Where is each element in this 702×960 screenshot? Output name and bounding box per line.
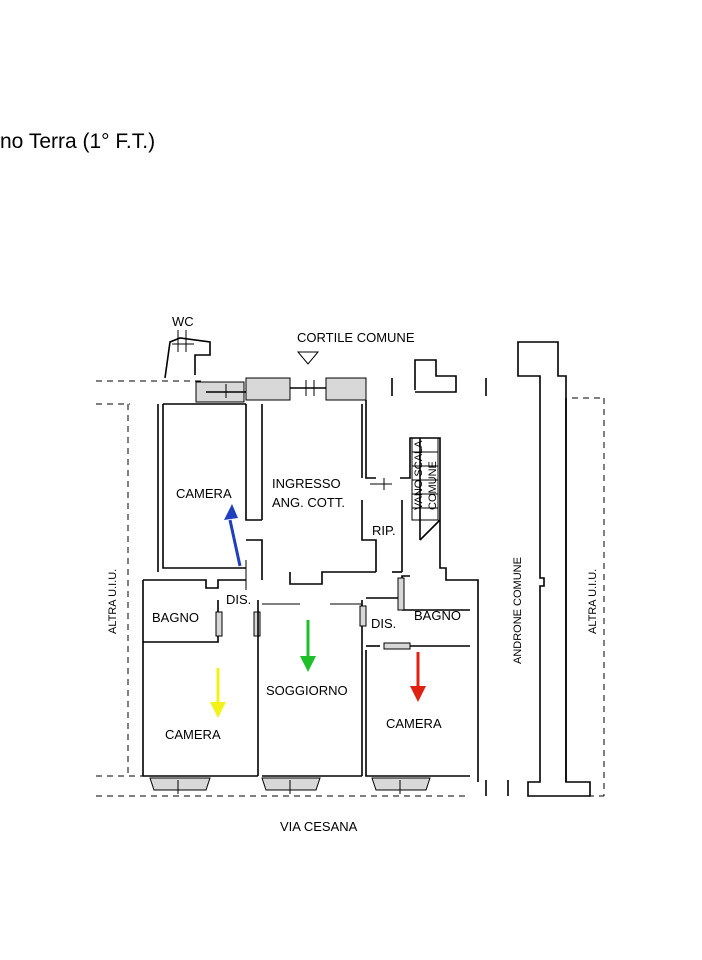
soggiorno-room [257, 600, 367, 777]
label-dis-left: DIS. [226, 592, 251, 607]
view-arrows [210, 504, 426, 718]
label-street: VIA CESANA [280, 819, 358, 834]
label-bagno-right: BAGNO [414, 608, 461, 623]
label-cortile: CORTILE COMUNE [297, 330, 415, 345]
label-ang-cott: ANG. COTT. [272, 495, 345, 510]
arrow-red-head [410, 686, 426, 702]
stair-head [414, 359, 457, 393]
arrow-green-head [300, 656, 316, 672]
arrow-blue-icon [228, 519, 242, 567]
label-vano-scala: VANO SCALA [413, 440, 425, 510]
androne-building [485, 341, 605, 797]
label-dis-right: DIS. [371, 616, 396, 631]
label-soggiorno: SOGGIORNO [266, 683, 348, 698]
bagno-right-room [365, 575, 470, 777]
wc-annex [164, 330, 211, 379]
left-dashed-boundary [96, 404, 470, 797]
label-ingresso: INGRESSO [272, 476, 341, 491]
label-wc: WC [172, 314, 194, 329]
label-altra-right: ALTRA U.I.U. [587, 569, 599, 634]
label-camera-top: CAMERA [176, 486, 232, 501]
arrow-blue-head [224, 504, 238, 520]
entrance-triangle-icon [296, 351, 320, 365]
ingresso-walls [289, 404, 403, 585]
label-rip: RIP. [372, 523, 396, 538]
label-androne: ANDRONE COMUNE [512, 557, 524, 664]
label-camera-right: CAMERA [386, 716, 442, 731]
street-windows [149, 777, 431, 794]
label-bagno-left: BAGNO [152, 610, 199, 625]
label-vano-comune: COMUNE [427, 461, 439, 510]
camera-top-room [163, 403, 263, 590]
arrow-yellow-head [210, 702, 226, 718]
bagno-left-room [143, 579, 261, 643]
label-altra-left: ALTRA U.I.U. [107, 569, 119, 634]
stair [411, 437, 439, 521]
page-title: no Terra (1° F.T.) [0, 130, 156, 153]
label-camera-left: CAMERA [165, 727, 221, 742]
